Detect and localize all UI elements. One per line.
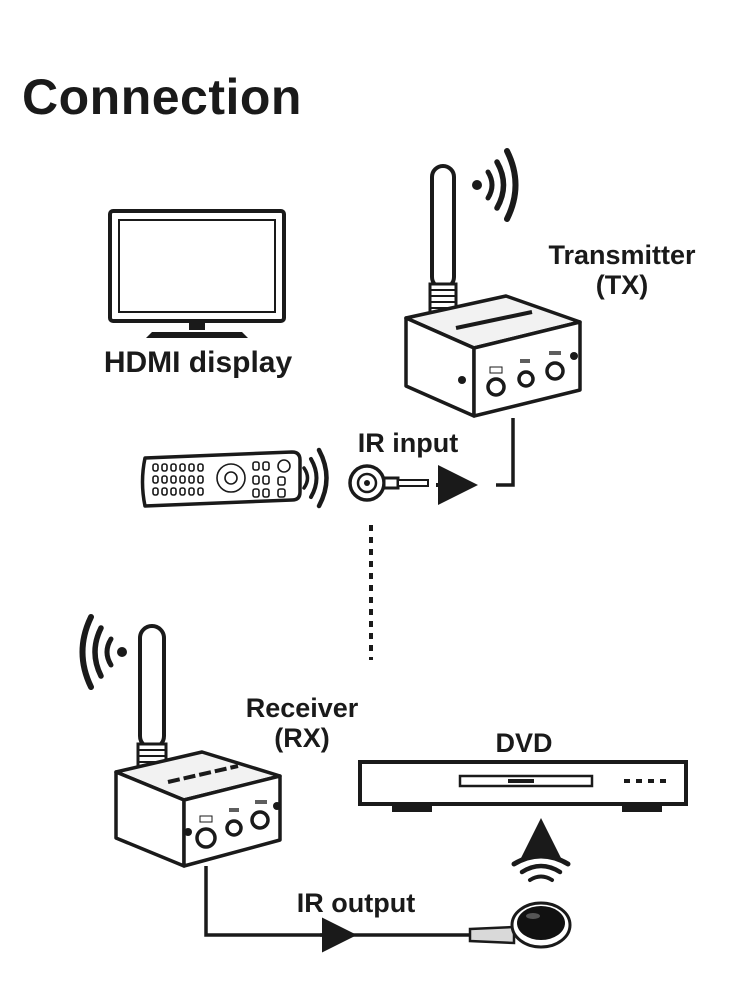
hdmi-display-label: HDMI display	[103, 346, 293, 379]
ir-receiver-eye-icon	[348, 464, 429, 502]
wireless-signal-icon	[472, 148, 519, 222]
dvd-player-icon	[358, 760, 688, 812]
receiver-icon	[114, 624, 282, 868]
page-title: Connection	[22, 69, 302, 125]
transmitter-label-line1: Transmitter	[548, 240, 696, 270]
dvd-label: DVD	[495, 728, 553, 758]
ir-input-label: IR input	[357, 428, 459, 458]
ir-emitter-icon	[468, 901, 572, 949]
transmitter-label: Transmitter (TX)	[530, 240, 714, 300]
receiver-label-line1: Receiver	[245, 693, 359, 723]
receiver-label-line2: (RX)	[274, 723, 330, 754]
ir-emitter-signal-icon	[511, 853, 571, 882]
receiver-label: Receiver (RX)	[222, 693, 382, 753]
remote-control-icon	[140, 450, 302, 508]
tv-icon	[108, 209, 286, 338]
remote-signal-icon	[302, 447, 329, 509]
transmitter-icon	[404, 164, 582, 418]
transmitter-label-line2: (TX)	[595, 270, 649, 301]
ir-output-label: IR output	[296, 888, 416, 918]
wireless-signal-icon	[79, 614, 127, 690]
